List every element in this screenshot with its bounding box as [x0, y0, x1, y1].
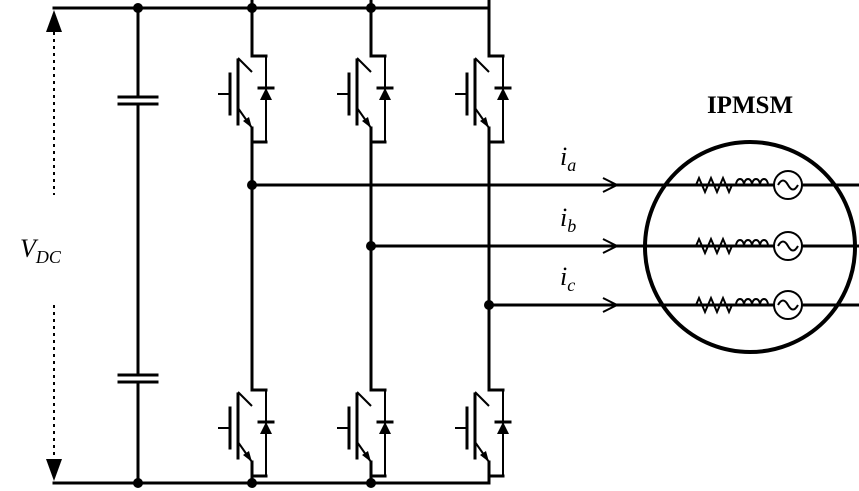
motor-label: IPMSM: [707, 92, 793, 119]
igbt-icon: [453, 332, 512, 478]
igbt-icon: [216, 0, 275, 144]
igbt-icon: [216, 332, 275, 478]
dc-link-capacitor-leg: [117, 6, 159, 485]
motor-circle: [643, 140, 857, 354]
current-label-c: ic: [560, 262, 575, 295]
vdc-label: VDC: [20, 234, 62, 267]
current-label-a: ia: [560, 142, 576, 175]
current-label-b: ib: [560, 203, 576, 236]
phase-leg-a: [216, 0, 275, 485]
vdc-arrow: [46, 10, 62, 481]
phase-leg-c: [453, 0, 512, 485]
igbt-icon: [335, 0, 394, 144]
junction-dots: [133, 3, 494, 488]
igbt-icon: [335, 332, 394, 478]
phase-leg-b: [335, 0, 394, 485]
igbt-icon: [453, 0, 512, 144]
